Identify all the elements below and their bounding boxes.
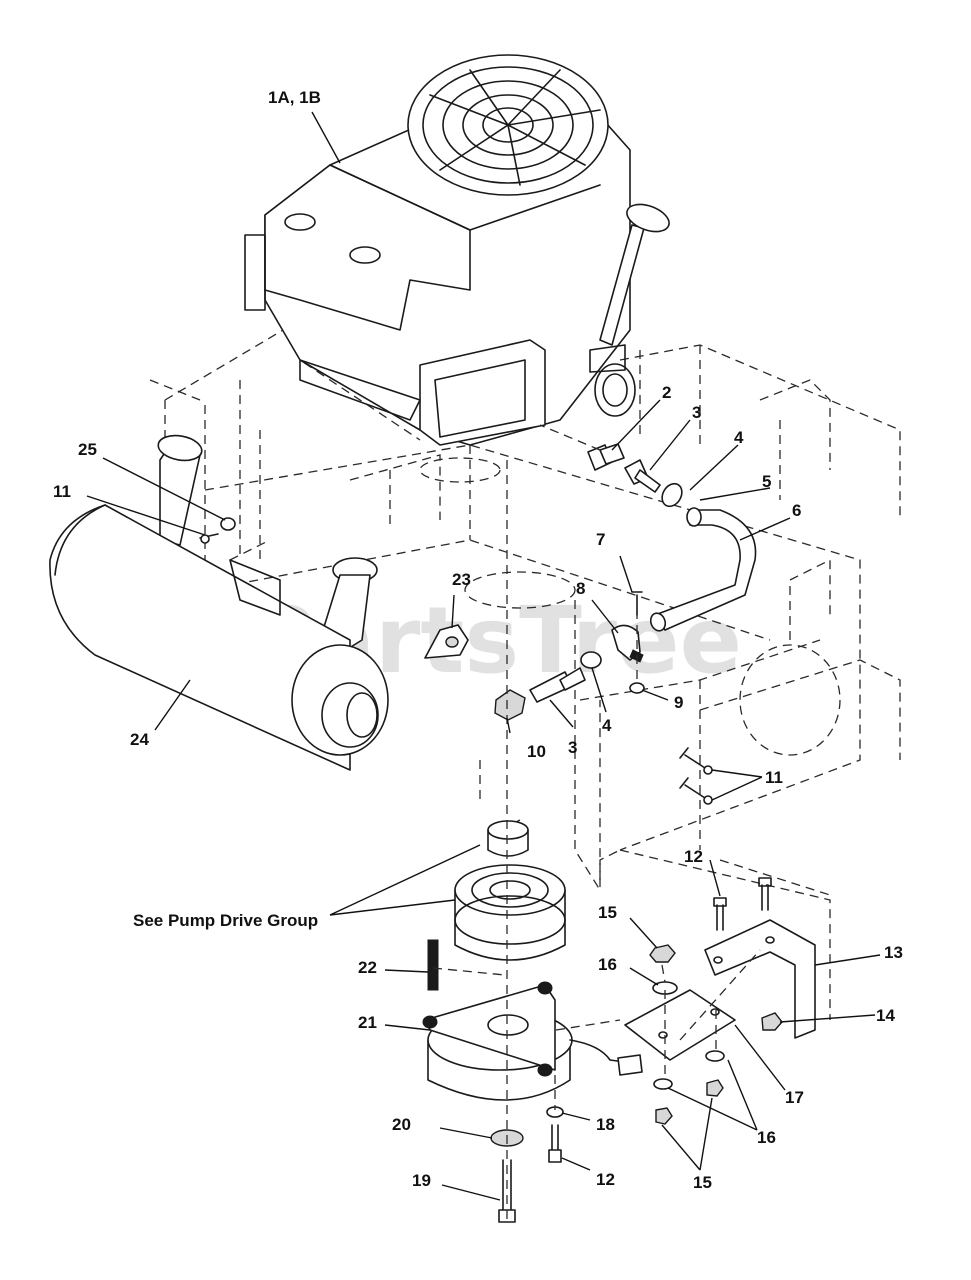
- callout-3-upper: 3: [692, 403, 701, 422]
- callout-14: 14: [876, 1006, 895, 1025]
- brackets: [624, 747, 816, 1125]
- callout-see-pump-drive-group: See Pump Drive Group: [133, 911, 318, 930]
- callout-1a-1b: 1A, 1B: [268, 88, 321, 107]
- assembly-lines: [432, 424, 761, 1220]
- callout-25: 25: [78, 440, 97, 459]
- callout-11-left: 11: [53, 482, 71, 501]
- callout-5: 5: [762, 472, 771, 491]
- callout-15-upper: 15: [598, 903, 617, 922]
- callout-24: 24: [130, 730, 149, 749]
- callout-4-lower: 4: [602, 716, 612, 735]
- callout-labels: 1A, 1B 2 3 3 4 4 5 6 7 8 9 10 11 11 12 1…: [53, 88, 903, 1192]
- callout-2: 2: [662, 383, 671, 402]
- callout-13: 13: [884, 943, 903, 962]
- callout-10: 10: [527, 742, 546, 761]
- callout-7: 7: [596, 530, 605, 549]
- callout-11-right: 11: [765, 768, 783, 787]
- muffler-assembly: [49, 434, 389, 771]
- callout-21: 21: [358, 1013, 377, 1032]
- callout-19: 19: [412, 1171, 431, 1190]
- callout-15-lower: 15: [693, 1173, 712, 1192]
- callout-3-lower: 3: [568, 738, 577, 757]
- callout-6: 6: [792, 501, 801, 520]
- engine: [244, 54, 670, 446]
- callout-12-upper: 12: [684, 847, 703, 866]
- callout-22: 22: [358, 958, 377, 977]
- callout-16-upper: 16: [598, 955, 617, 974]
- callout-23: 23: [452, 570, 471, 589]
- callout-9: 9: [674, 693, 683, 712]
- callout-16-lower: 16: [757, 1128, 776, 1147]
- callout-4-upper: 4: [734, 428, 744, 447]
- leader-lines: [86, 111, 881, 1201]
- callout-20: 20: [392, 1115, 411, 1134]
- callout-18: 18: [596, 1115, 615, 1134]
- callout-17: 17: [785, 1088, 804, 1107]
- callout-8: 8: [576, 579, 585, 598]
- callout-12-lower: 12: [596, 1170, 615, 1189]
- oil-drain-fittings: [424, 443, 757, 721]
- mower-frame: [149, 319, 901, 1020]
